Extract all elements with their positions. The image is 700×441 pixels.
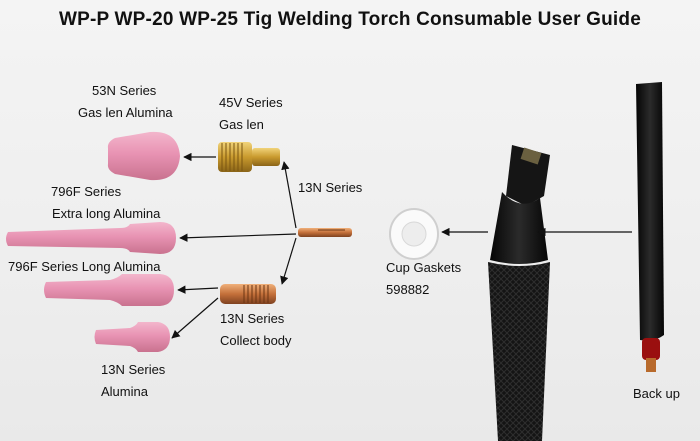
label-53n-series: 53N Series bbox=[92, 83, 157, 98]
label-45v-desc: Gas len bbox=[219, 117, 264, 132]
label-796f-series: 796F Series bbox=[51, 184, 122, 199]
label-13n-collet: 13N Series bbox=[298, 180, 363, 195]
796f-long-alumina-cup bbox=[44, 274, 174, 306]
53n-gas-lens-alumina-cup bbox=[107, 131, 180, 181]
label-13n-alumina-series: 13N Series bbox=[101, 362, 166, 377]
label-back-up: Back up bbox=[633, 386, 680, 401]
label-796f-long: 796F Series Long Alumina bbox=[8, 259, 161, 274]
arrows bbox=[171, 152, 632, 339]
label-13n-collet-body-desc: Collect body bbox=[220, 333, 292, 348]
cup-gasket bbox=[389, 208, 439, 260]
label-13n-alumina-desc: Alumina bbox=[101, 384, 148, 399]
13n-collet-body bbox=[220, 284, 276, 304]
label-53n-desc: Gas len Alumina bbox=[78, 105, 173, 120]
label-45v-series: 45V Series bbox=[219, 95, 283, 110]
back-cap bbox=[636, 82, 664, 372]
label-796f-desc: Extra long Alumina bbox=[52, 206, 161, 221]
13n-collet bbox=[298, 228, 352, 237]
label-cup-gaskets: Cup Gaskets bbox=[386, 260, 462, 275]
label-cup-gasket-part: 598882 bbox=[386, 282, 430, 297]
page-title: WP-P WP-20 WP-25 Tig Welding Torch Consu… bbox=[59, 9, 641, 30]
tig-torch-body bbox=[488, 145, 550, 441]
45v-gas-lens bbox=[218, 142, 280, 172]
13n-alumina-cup bbox=[94, 322, 170, 352]
label-13n-collet-body-series: 13N Series bbox=[220, 311, 285, 326]
796f-extra-long-alumina-cup bbox=[6, 222, 176, 254]
